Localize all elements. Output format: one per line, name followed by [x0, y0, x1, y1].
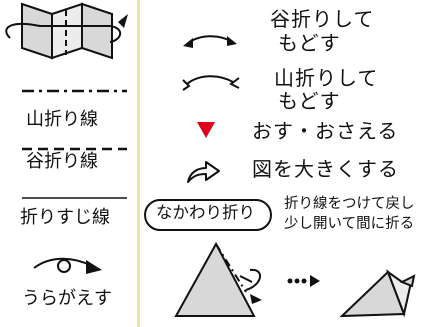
inside-reverse-fold-badge-label: なかわり折り — [156, 203, 255, 222]
mountain-fold-back-label-line2: もどす — [278, 89, 341, 113]
inside-reverse-desc-line1: 折り線をつけて戻し — [284, 196, 415, 212]
inside-reverse-fold-before-diagram — [174, 241, 262, 317]
folded-paper-icon — [5, 2, 128, 60]
mountain-fold-back-label-line1: 山折りして — [274, 66, 379, 90]
enlarge-arrow-icon — [187, 161, 220, 183]
inside-reverse-desc-line2: 少し開いて間に折る — [284, 216, 415, 232]
turn-over-arrow-icon — [33, 257, 102, 274]
inside-reverse-fold-badge — [144, 199, 272, 231]
push-label: おす・おさえる — [252, 119, 399, 143]
mountain-fold-back-arrow-icon — [182, 75, 240, 91]
mountain-fold-line-label: 山折り線 — [26, 109, 98, 130]
valley-fold-back-label-line1: 谷折りして — [270, 7, 375, 31]
inside-reverse-fold-after-diagram — [339, 269, 416, 318]
turn-over-label: うらがえす — [22, 288, 112, 309]
column-divider — [137, 0, 140, 327]
crease-line-sample — [22, 197, 127, 199]
push-triangle-icon — [197, 122, 215, 138]
valley-fold-line-sample — [22, 147, 127, 151]
valley-fold-back-label-line2: もどす — [278, 31, 341, 55]
mountain-fold-line-sample — [22, 89, 127, 93]
valley-fold-back-arrow-icon — [183, 35, 237, 48]
enlarge-label: 図を大きくする — [252, 157, 399, 181]
next-step-arrow-icon — [287, 275, 320, 287]
crease-line-label: 折りすじ線 — [20, 207, 110, 228]
valley-fold-line-label: 谷折り線 — [26, 151, 98, 172]
